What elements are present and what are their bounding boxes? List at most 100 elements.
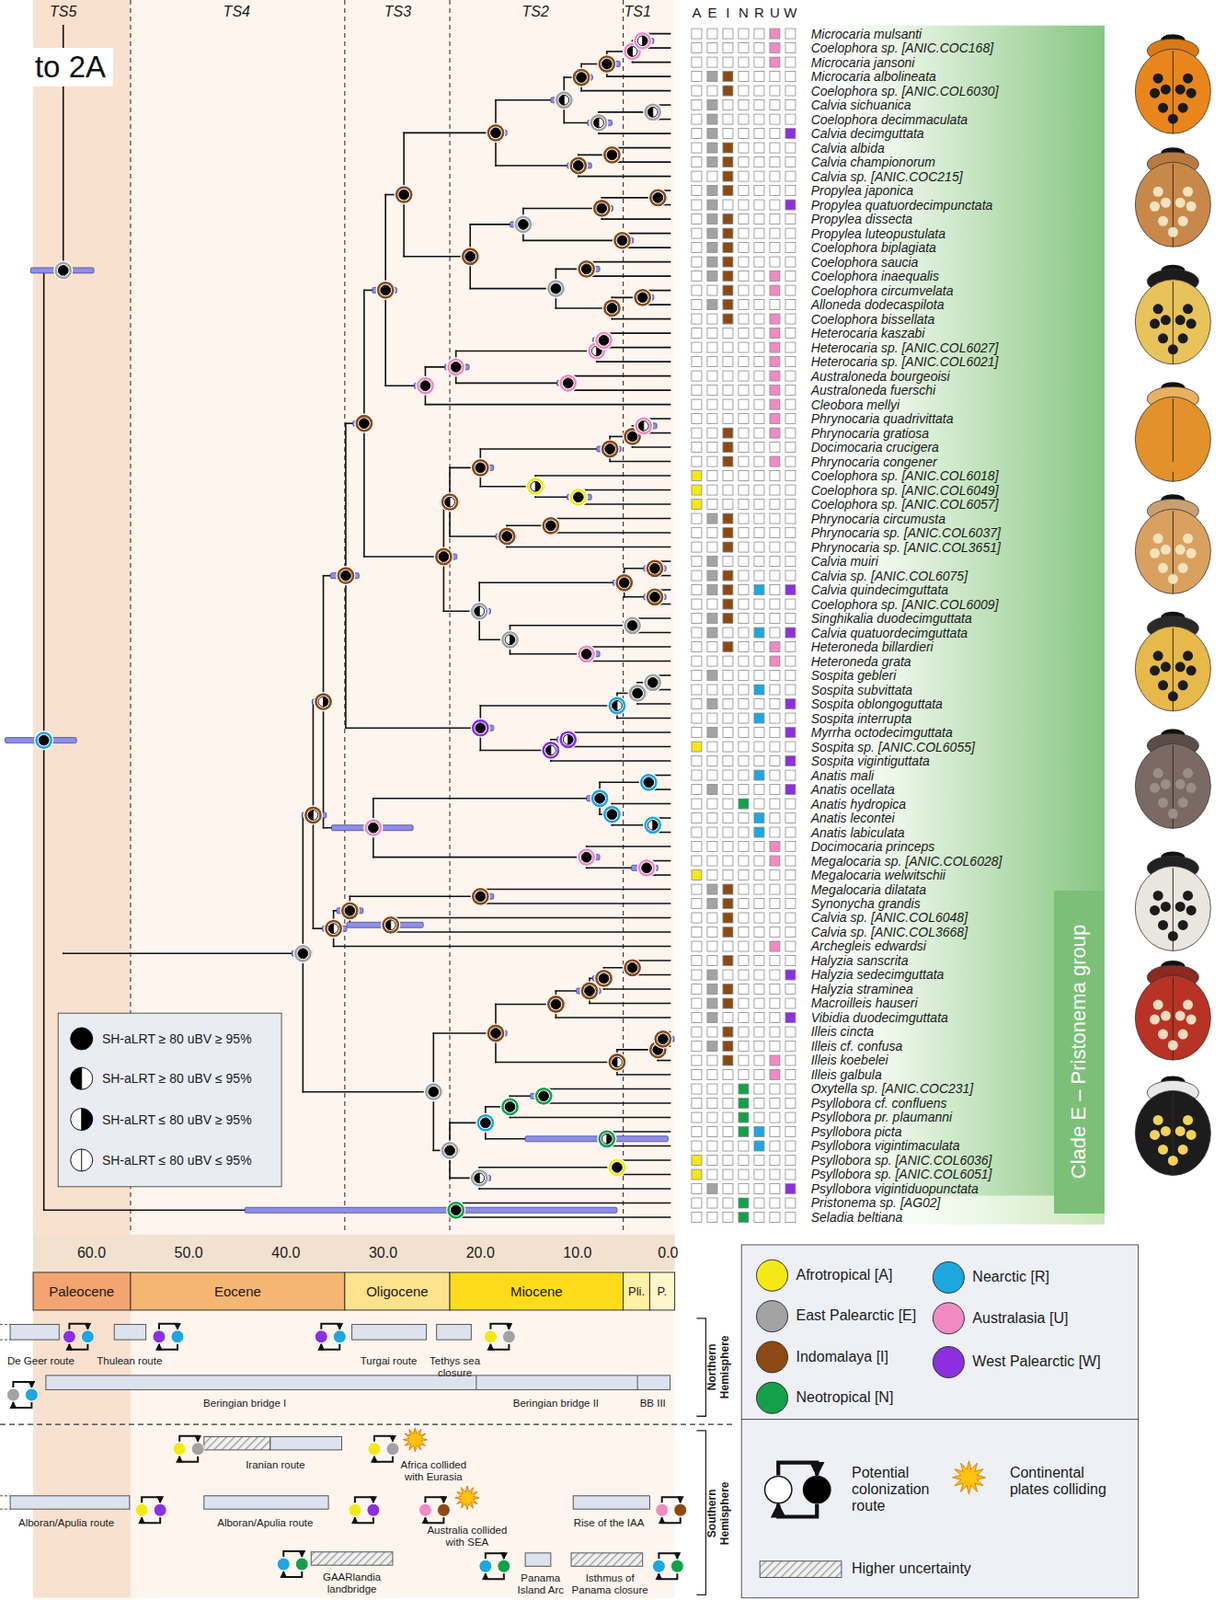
route-label: Beringian bridge I (203, 1397, 287, 1410)
presence-cell (754, 1041, 765, 1052)
routes-panel-part (0, 1323, 11, 1325)
node-marker-part (572, 160, 584, 172)
clade-label: Clade E – Pristonema group (1066, 924, 1091, 1179)
node-marker-part (489, 1026, 503, 1040)
node-marker-part (323, 696, 329, 707)
presence-cell (754, 370, 765, 381)
route-label: BB III (640, 1397, 666, 1410)
node-marker-part (332, 923, 334, 934)
presence-cell (691, 969, 702, 980)
presence-cell (754, 769, 765, 780)
node-marker-part (636, 291, 650, 305)
route-icon (479, 1552, 511, 1579)
node-marker-part (445, 1145, 456, 1156)
background-part (130, 0, 676, 1598)
node-marker (602, 804, 621, 824)
presence-cell (691, 1098, 702, 1109)
presence-cell (769, 769, 780, 780)
tree-branch (607, 75, 671, 78)
node-marker (623, 616, 642, 635)
route-icon-part (172, 1442, 186, 1456)
presence-cell (754, 741, 765, 752)
presence-cell (754, 1212, 765, 1223)
presence-cell (785, 756, 796, 767)
node-marker-part (445, 496, 450, 507)
presence-cell (738, 185, 749, 196)
presence-cell (785, 698, 796, 710)
tree-branch (479, 1187, 670, 1190)
route-label: Isthmus of Panama closure (571, 1571, 650, 1596)
node-marker-part (486, 1023, 505, 1043)
presence-cell (769, 214, 780, 225)
presence-cell (785, 85, 796, 96)
presence-cell (691, 741, 702, 752)
species-label: Anatis lecontei (811, 810, 895, 825)
presence-cell (691, 513, 702, 524)
presence-cell (754, 313, 765, 324)
presence-cell (691, 442, 702, 453)
presence-cell (707, 627, 718, 638)
presence-cell (691, 598, 702, 609)
node-marker-part (314, 692, 333, 711)
presence-cell (785, 271, 796, 282)
epoch-label: Eocene (214, 1283, 262, 1299)
support-symbol-part (70, 1066, 82, 1089)
node-marker (577, 259, 596, 278)
support-symbol-part (70, 1027, 93, 1050)
presence-cell (738, 142, 749, 153)
node-marker (541, 740, 561, 759)
presence-cell (769, 157, 780, 168)
presence-cell (691, 940, 702, 952)
node-marker (559, 730, 578, 749)
node-marker-part (653, 1029, 673, 1048)
node-marker (434, 547, 453, 566)
routes-panel (0, 1317, 734, 1595)
route-legend-symbol (765, 1462, 831, 1517)
node-marker-part (597, 1129, 617, 1148)
tree-branch (617, 1173, 671, 1176)
presence-cell (707, 242, 718, 253)
presence-cell (754, 670, 765, 681)
presence-cell (738, 670, 749, 681)
route-icon-part (283, 1570, 302, 1577)
beetle-photo-part (1149, 548, 1160, 559)
time-slice-label: TS1 (623, 3, 651, 21)
node-marker-part (367, 822, 379, 833)
support-legend-panel-part (57, 1012, 282, 1187)
legend-text: Higher uncertainty (851, 1559, 972, 1577)
presence-cell (691, 841, 702, 852)
node-marker-part (545, 520, 556, 531)
background-part (343, 0, 345, 1233)
route-icon-part (386, 1442, 400, 1456)
node-marker-part (607, 1157, 627, 1177)
presence-cell (738, 271, 749, 282)
route-icon-part (485, 1552, 505, 1559)
presence-cell (769, 228, 780, 239)
species-label: Anatis labiculata (811, 824, 906, 840)
presence-cell (785, 855, 796, 866)
node-marker-part (576, 72, 587, 83)
beetle-photo (1134, 147, 1211, 247)
presence-cell (738, 285, 749, 296)
node-marker-part (376, 280, 395, 299)
beetle-photo-part (1182, 186, 1193, 197)
presence-cell (738, 584, 749, 596)
node-marker-part (577, 847, 596, 867)
tree-branch (607, 1145, 671, 1147)
node-marker (470, 718, 490, 737)
node-marker-part (653, 819, 658, 830)
node-marker-part (427, 1085, 441, 1099)
node-marker (440, 492, 459, 512)
node-marker-part (569, 156, 588, 175)
node-marker-part (318, 696, 329, 707)
presence-cell (707, 698, 718, 710)
node-marker-part (474, 1172, 485, 1183)
beetle-photo-part (1153, 303, 1164, 314)
node-marker-part (359, 418, 370, 429)
tree-branch (543, 1088, 671, 1090)
time-axis-part (33, 1271, 131, 1310)
presence-cell (691, 484, 702, 495)
node-marker-part (38, 734, 49, 745)
node-marker-part (638, 420, 643, 431)
node-marker-part (479, 1172, 481, 1183)
